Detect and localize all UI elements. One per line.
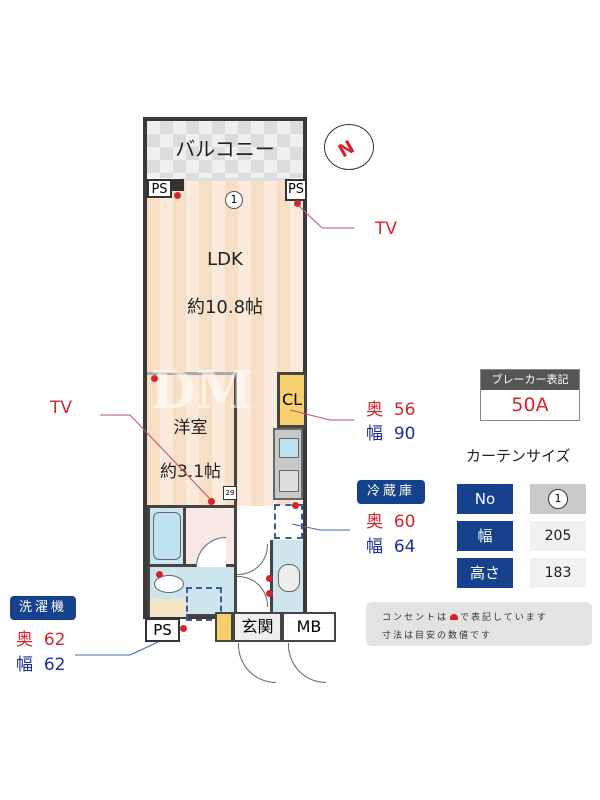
toilet-icon <box>278 564 300 592</box>
curtain-value-width: 205 <box>530 521 586 551</box>
breaker-box: ブレーカー表記 50A <box>480 369 580 421</box>
western-name: 洋室 <box>173 418 208 438</box>
curtain-title: カーテンサイズ <box>466 447 571 465</box>
curtain-marker: 1 <box>225 191 243 209</box>
bathroom <box>147 505 186 567</box>
counter <box>150 599 186 617</box>
tv-label-top: TV <box>375 219 398 239</box>
pillar <box>172 179 184 191</box>
tv-label-left: TV <box>50 398 73 418</box>
curtain-value-no: 1 <box>530 484 586 514</box>
outlet <box>156 571 163 578</box>
small-tag: 29 <box>223 486 237 500</box>
western-size: 約3.1帖 <box>159 462 222 482</box>
washbasin-icon <box>154 575 184 593</box>
toilet-room <box>273 540 303 612</box>
ps-top-right: PS <box>285 179 307 201</box>
outlet <box>180 625 187 632</box>
outlet <box>208 498 215 505</box>
sink-icon <box>279 438 299 458</box>
outlet <box>292 502 299 509</box>
legend-note: コンセントはで表記しています 寸法は目安の数値です <box>366 602 592 646</box>
ps-top-left: PS <box>147 179 172 198</box>
kitchen-counter <box>273 428 303 500</box>
watermark: DM <box>150 360 253 421</box>
washer-space <box>186 587 222 621</box>
balcony-label: バルコニー <box>175 137 275 161</box>
meter-box: MB <box>282 612 336 642</box>
outlet-icon <box>450 614 459 620</box>
fridge-size: 奥 60 幅 64 <box>366 512 416 557</box>
closet: CL <box>277 372 307 428</box>
ldk-size: 約10.8帖 <box>186 297 264 318</box>
curtain-label-no: No <box>457 484 513 514</box>
washer-size: 奥 62 幅 62 <box>16 630 66 675</box>
outlet <box>151 375 158 382</box>
shoe-box <box>215 612 233 642</box>
ldk-name: LDK <box>207 249 243 270</box>
balcony-window <box>180 178 290 181</box>
curtain-label-height: 高さ <box>457 558 513 588</box>
room-western: 洋室 約3.1帖 <box>147 372 237 506</box>
fridge-title: 冷蔵庫 <box>357 480 425 504</box>
outlet <box>266 575 273 582</box>
entrance: 玄関 <box>233 612 282 642</box>
washer-title: 洗濯機 <box>10 596 76 620</box>
fridge-space <box>274 504 303 539</box>
outlet <box>266 590 273 597</box>
breaker-title: ブレーカー表記 <box>481 370 579 390</box>
breaker-value: 50A <box>511 394 549 416</box>
washroom <box>147 567 237 621</box>
outlet <box>294 200 301 207</box>
outlet <box>174 192 181 199</box>
closet-size: 奥 56 幅 90 <box>366 400 416 444</box>
stove-icon <box>279 470 299 492</box>
curtain-label-width: 幅 <box>457 521 513 551</box>
balcony: バルコニー <box>147 121 303 178</box>
ps-bottom: PS <box>145 618 180 642</box>
bathtub-icon <box>153 512 181 560</box>
compass-icon: N <box>324 124 374 170</box>
curtain-value-height: 183 <box>530 558 586 588</box>
